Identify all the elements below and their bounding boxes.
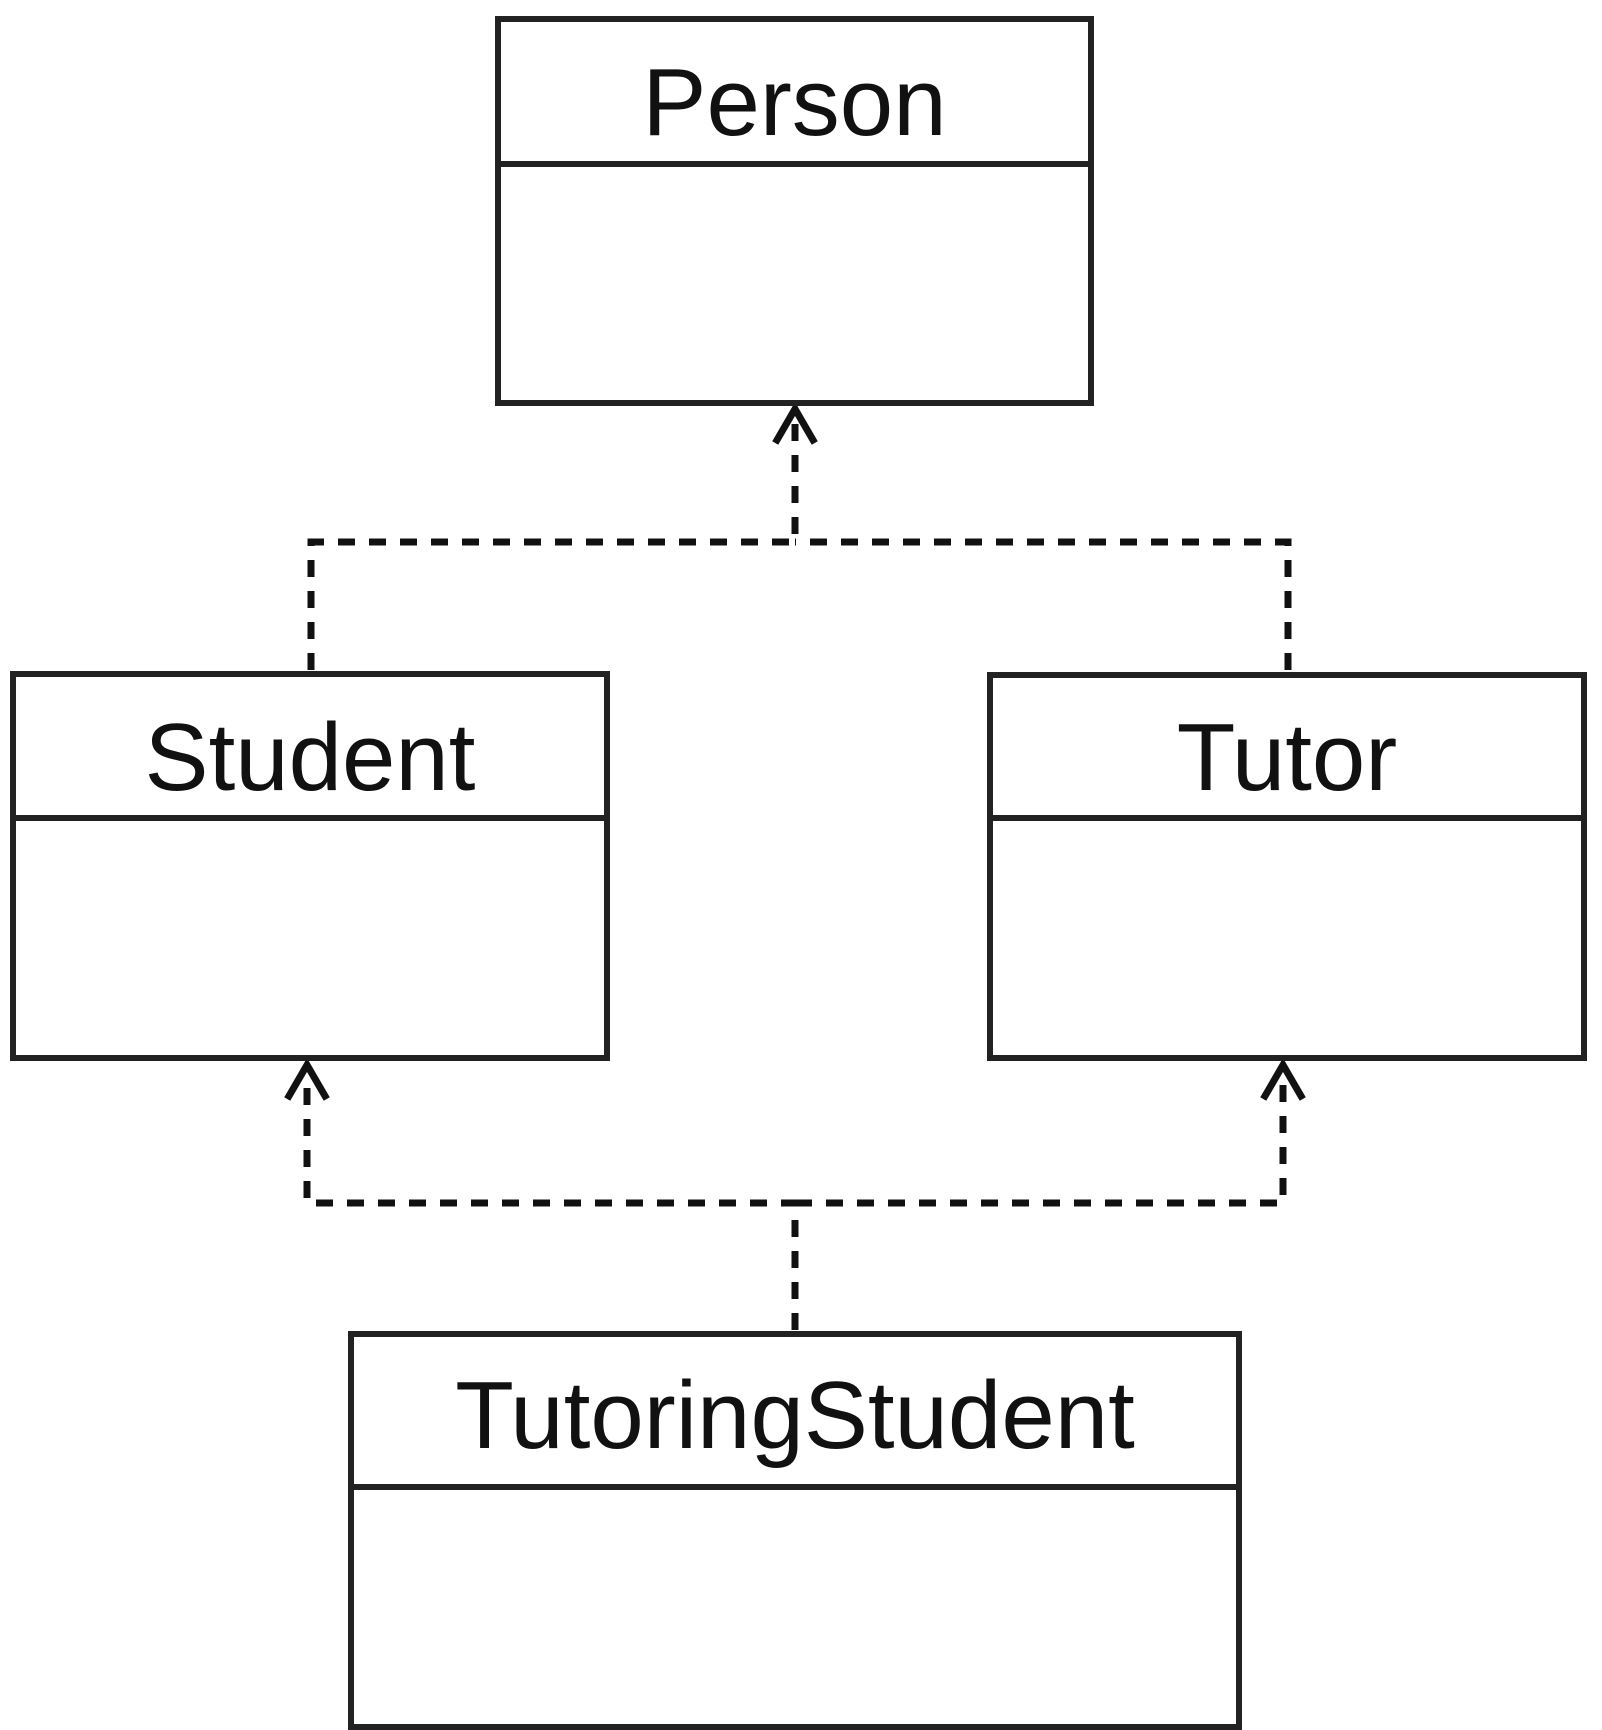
class-tutoringstudent-box	[348, 1331, 1242, 1730]
class-tutoringstudent-name: TutoringStudent	[455, 1362, 1135, 1469]
connectors	[303, 418, 1292, 1330]
arrowhead-to-tutor	[1260, 1058, 1306, 1101]
class-tutor-name: Tutor	[1177, 704, 1398, 811]
class-tutoringstudent: TutoringStudent	[348, 1331, 1242, 1730]
arrowhead-to-student	[284, 1058, 330, 1101]
arrowheads	[284, 402, 1306, 1101]
connector-tutoringstudent-to-tutor	[795, 1074, 1287, 1207]
class-student-name: Student	[145, 704, 476, 811]
class-student-box	[10, 671, 610, 1061]
class-student: Student	[10, 671, 610, 1061]
class-person-box	[495, 16, 1094, 406]
class-person-name: Person	[642, 49, 946, 156]
class-tutor: Tutor	[987, 672, 1587, 1061]
arrowhead-to-person	[772, 402, 818, 445]
connector-student-to-person	[307, 418, 799, 670]
class-tutor-box	[987, 672, 1587, 1061]
connector-tutor-to-person	[795, 538, 1292, 670]
class-person: Person	[495, 16, 1094, 406]
connector-tutoringstudent-to-student	[303, 1074, 799, 1330]
